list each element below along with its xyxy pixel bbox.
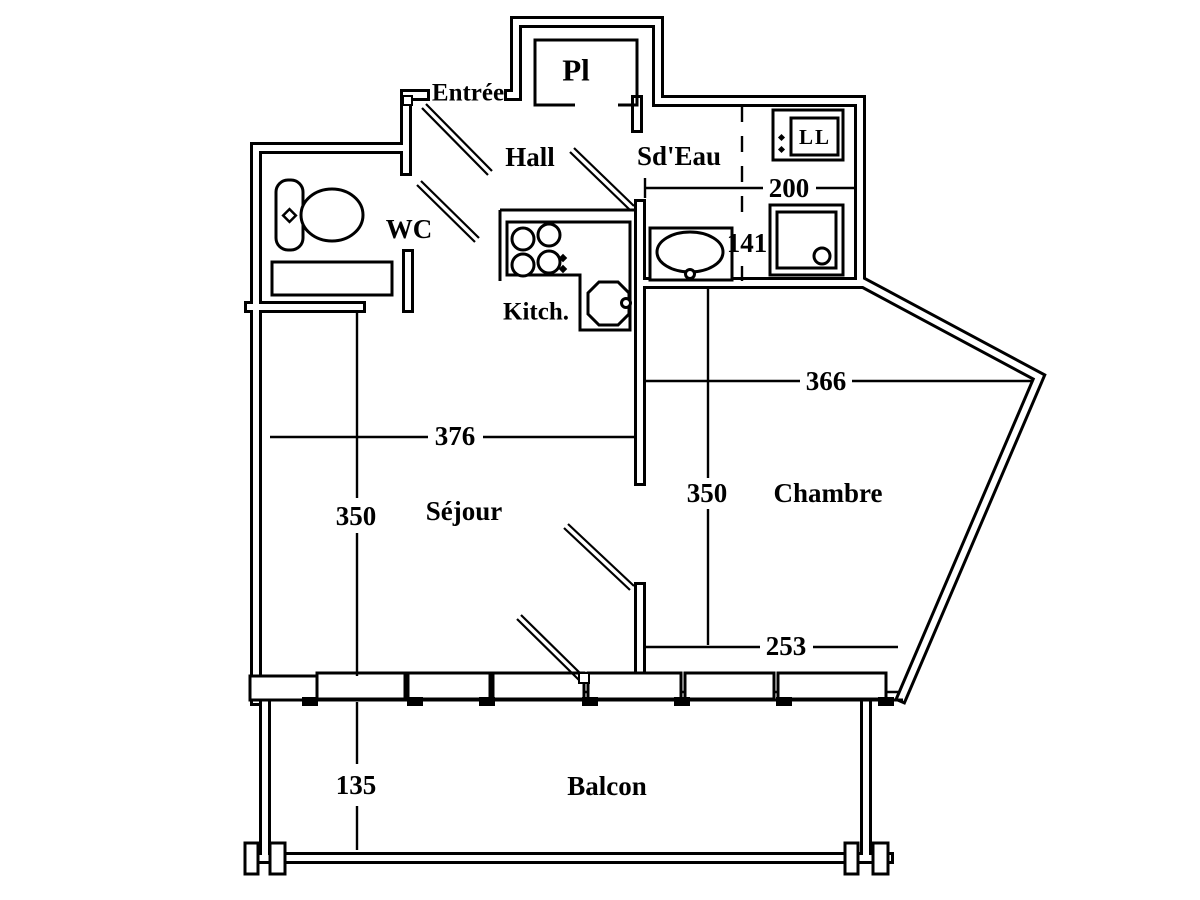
- kitchen-counter: [498, 208, 634, 332]
- kitchen-sink: [586, 280, 632, 327]
- dim-label-shower-room-width: 200: [769, 173, 810, 203]
- wc-counter: [270, 260, 394, 297]
- room-label-closet: Pl: [562, 53, 590, 88]
- dim-label-bedroom-lower-width: 253: [766, 631, 807, 661]
- dim-label-bedroom-width: 366: [806, 366, 847, 396]
- shower-tray: [768, 203, 845, 277]
- dim-label-living-depth: 350: [336, 501, 377, 531]
- window-frame: [683, 671, 776, 701]
- room-label-shower-room: Sd'Eau: [637, 141, 721, 171]
- washbasin: [648, 226, 734, 282]
- dim-label-bedroom-depth: 350: [687, 478, 728, 508]
- room-label-hall: Hall: [505, 142, 555, 172]
- room-label-kitchen: Kitch.: [503, 299, 569, 326]
- appliance-label-washing-machine: LL: [799, 125, 831, 149]
- room-label-wc: WC: [386, 214, 433, 244]
- door-swings: [402, 95, 635, 684]
- window-frame: [491, 671, 586, 701]
- toilet: [274, 178, 365, 252]
- window-mullion-ticks: [302, 697, 894, 706]
- stove-burners: [510, 222, 568, 278]
- dim-label-balcony-depth: 135: [336, 770, 377, 800]
- window-frame: [315, 671, 407, 701]
- window-frame: [586, 671, 683, 701]
- window-frame: [406, 671, 492, 701]
- room-label-entree: Entrée: [432, 80, 504, 107]
- dim-label-washbasin-width: 141: [727, 228, 768, 258]
- washing-machine: LL: [771, 108, 845, 162]
- closet-box: [533, 38, 639, 107]
- railing-end-caps: [243, 841, 890, 876]
- room-label-bedroom: Chambre: [773, 478, 882, 508]
- dimension-lines: [270, 106, 1033, 850]
- walls: [244, 16, 1047, 864]
- window-band: [248, 671, 903, 706]
- room-label-balcony: Balcon: [567, 771, 647, 801]
- wall-corner-block: [248, 674, 319, 702]
- dim-label-living-width: 376: [435, 421, 476, 451]
- room-label-living: Séjour: [426, 496, 503, 526]
- window-frame: [776, 671, 888, 701]
